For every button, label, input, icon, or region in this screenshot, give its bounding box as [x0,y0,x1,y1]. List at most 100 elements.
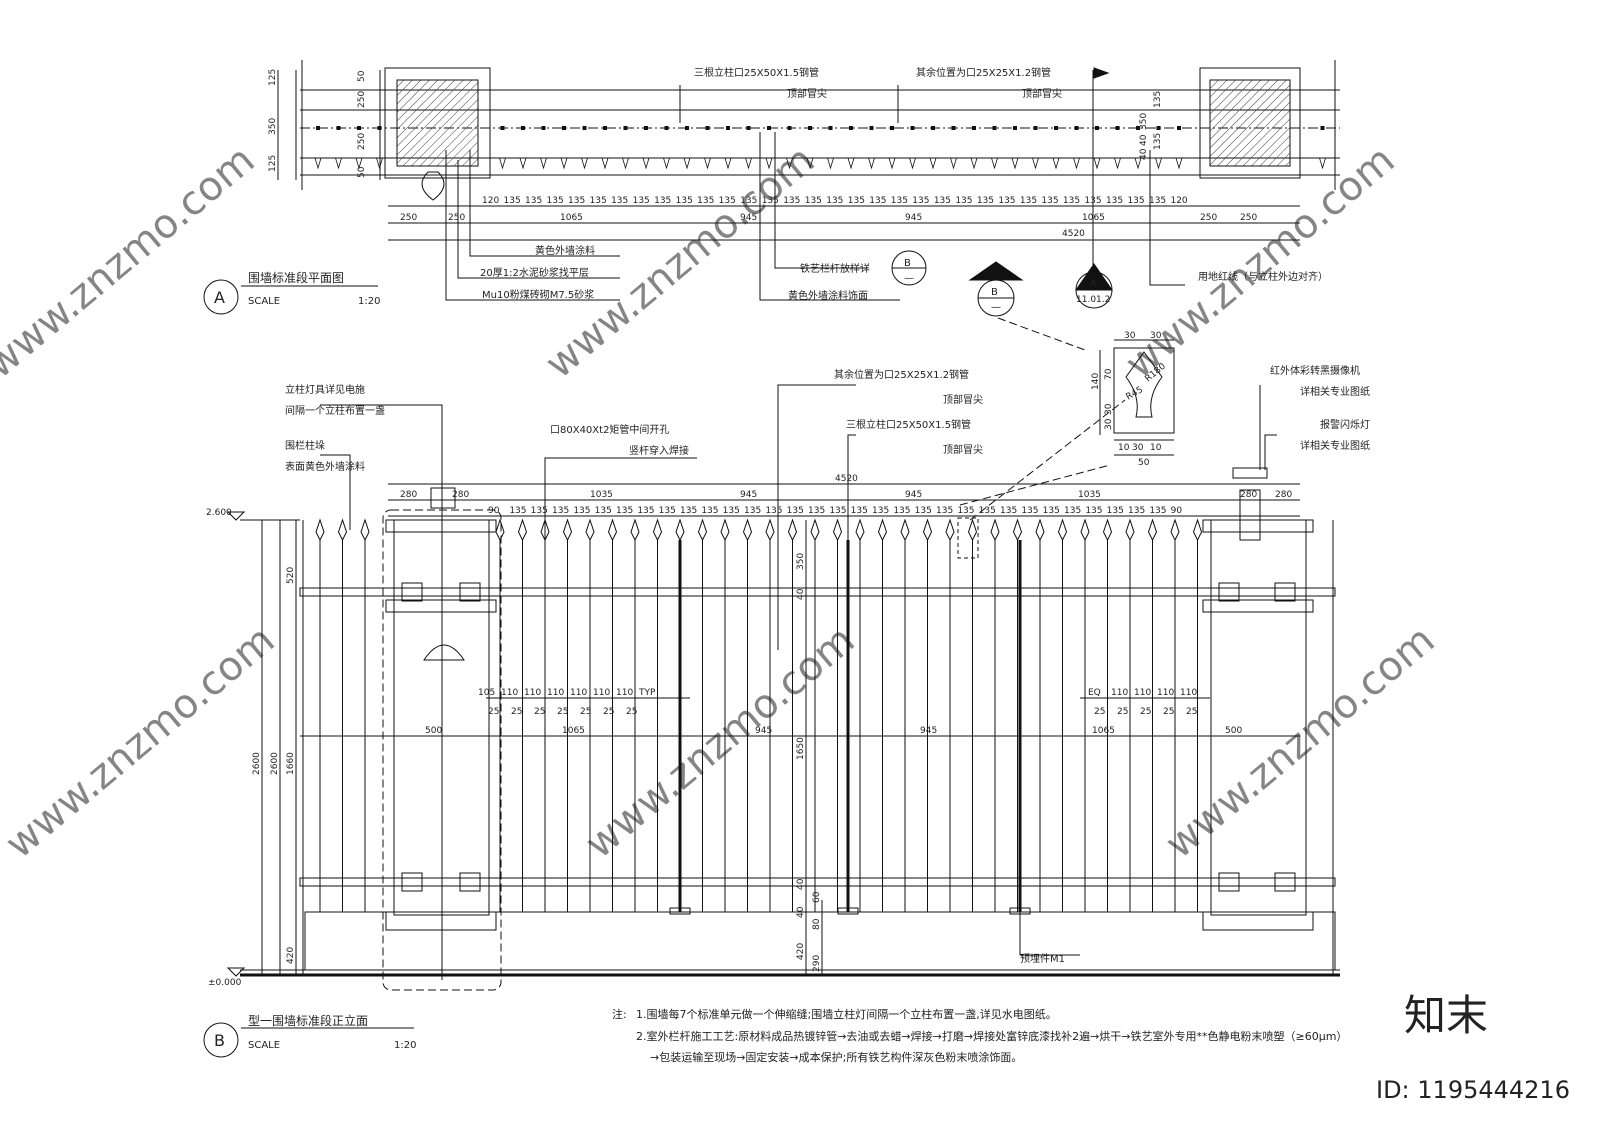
plan-bar-tick [642,157,650,170]
notes-prefix: 注: [612,1007,627,1021]
plan-bar-tick [990,157,999,170]
plan-bar-dim: 135 [504,196,521,206]
plan-bar-marker [1095,126,1099,130]
picket-spike [630,518,640,542]
callout-top-spike: 顶部冒尖 [1022,87,1062,100]
callout-top-spike: 顶部冒尖 [943,393,983,406]
plan-seg-dim: 945 [905,213,922,223]
plan-scale-value: 1:20 [358,296,380,307]
watermark-layer: www.znzmo.com www.znzmo.com www.znzmo.co… [0,137,1570,1104]
callout-top-spike: 顶部冒尖 [787,87,827,100]
plan-bar-tick [621,157,630,170]
elev-spacing-dim: EQ [1088,688,1101,698]
dim-label: 50 [357,166,367,178]
dim-label: 1650 [796,737,806,760]
section-b-letter: B [991,287,998,298]
plan-bar-tick [1134,157,1142,170]
plan-bar-dim: 135 [1020,196,1037,206]
plan-bar-marker [890,126,894,130]
callout-top-spike: 顶部冒尖 [943,443,983,456]
picket-spike [720,518,730,542]
elev-bar-dim: 135 [765,506,782,516]
elev-spacing-dim: 105 [478,688,495,698]
plan-bar-tick [539,157,548,170]
plan-bar-dim: 135 [891,196,908,206]
dim-label: 125 [268,155,278,172]
elev-spacing-dim: 110 [501,688,518,698]
elev-top-seg-dim: 280 [400,490,417,500]
plan-bar-tick [785,157,794,170]
picket-spike [900,518,910,542]
plan-bar-tick [888,157,896,170]
plan-bar-marker [1177,126,1181,130]
elev-mid-seg-dim: 500 [425,726,442,736]
plan-bar-marker [746,126,751,130]
picket-spike [990,518,1000,542]
dim-label: 30 [1104,418,1114,430]
picket-spike [832,518,843,542]
plan-bar-marker [1013,126,1017,130]
dim-label: 40 [1139,148,1149,160]
plan-bar-marker [521,126,525,130]
plan-scale-label: SCALE [248,296,280,307]
plan-bar-marker [1115,126,1120,130]
plan-bar-tick [683,157,691,170]
plan-bar-tick [949,157,958,170]
plan-bar-tick [765,157,773,170]
elev-spacing-dim: 110 [1111,688,1128,698]
plan-bar-tick [498,157,507,170]
plan-seg-dim: 250 [400,213,417,223]
elev-bar-dim: 135 [787,506,804,516]
plan-bar-dim: 135 [805,196,822,206]
elev-bar-dim: 135 [915,506,932,516]
plan-bar-tick [1011,157,1019,170]
elev-bar-dim: 135 [1021,506,1038,516]
plan-bar-tick [580,157,589,170]
callout-strobe: 报警闪烁灯 [1320,418,1370,431]
elev-spacing-small-dim: 25 [511,707,522,717]
picket-spike [697,518,708,542]
callout-yellow-paint: 黄色外墙涂料 [535,244,595,257]
plan-bar-marker [316,126,320,130]
dim-label: 140 [1091,373,1101,390]
plan-bar-marker [951,126,956,130]
elev-bar-dim: 135 [573,506,590,516]
elev-bar-dim: 135 [531,506,548,516]
section-b-sub: — [991,302,1001,313]
plan-bar-marker [1054,126,1058,130]
callout-posts-three: 三根立柱口25X50X1.5钢管 [846,418,971,431]
plan-bar-marker [644,126,648,130]
picket-spike [765,518,775,542]
dim-label: R45 [1125,385,1145,403]
picket-spike [1057,518,1068,542]
picket-spike [315,518,325,542]
plan-bar-tick [334,157,343,170]
picket-spike [360,518,370,542]
callout-mortar: 20厚1:2水泥砂浆找平层 [480,266,589,279]
plan-seg-dim: 945 [740,213,757,223]
picket-spike [517,518,528,542]
plan-bar-marker [336,126,341,130]
plan-seg-dim: 250 [448,213,465,223]
elevation-view [203,317,1340,1058]
elev-spacing-small-dim: 25 [488,707,499,717]
plan-bar-tick [1154,157,1163,170]
dim-label: 2600 [252,752,262,775]
plan-bar-dim: 135 [590,196,607,206]
elev-bar-dim: 135 [509,506,526,516]
plan-bar-dim: 135 [654,196,671,206]
picket-spike [1147,518,1158,542]
dim-label: 70 [1104,368,1114,380]
plan-bar-dim: 135 [998,196,1015,206]
plan-title: 围墙标准段平面图 [248,270,344,285]
plan-seg-dim: 1065 [560,213,583,223]
elev-total-dim: 4520 [835,474,858,484]
dim-label: 350 [268,118,278,135]
callout-embed: 预埋件M1 [1020,953,1065,965]
dim-label: 10 [1118,443,1130,453]
callout-pier: 围栏柱垛 [285,439,325,452]
plan-bar-tick [1113,157,1122,170]
callout-brick: Mu10粉煤砖砌M7.5砂浆 [482,288,594,301]
